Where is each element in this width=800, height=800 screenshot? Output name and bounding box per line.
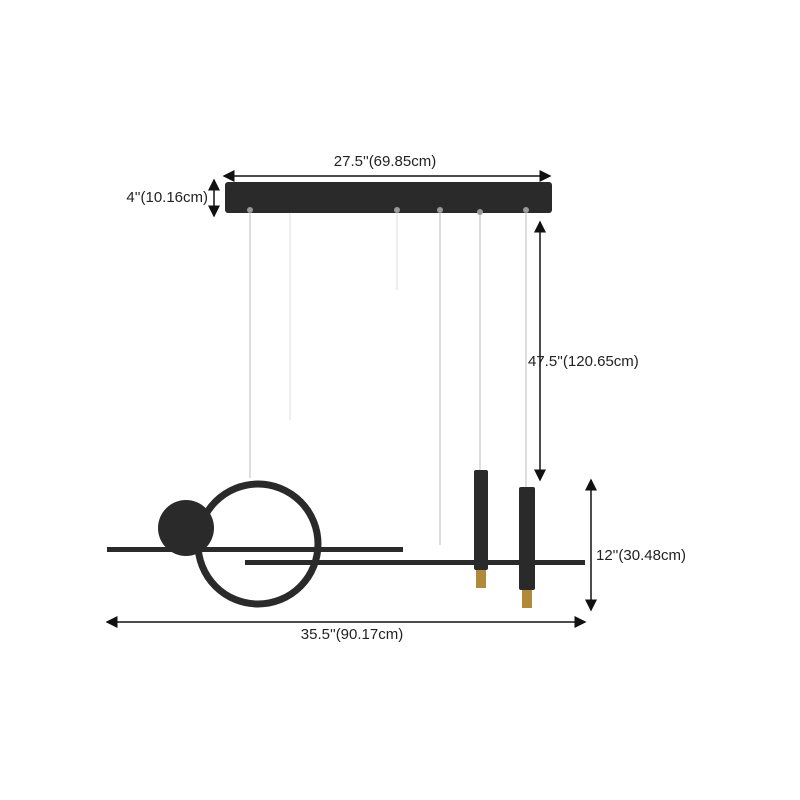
disc	[158, 500, 214, 556]
suspension-length-label: 47.5''(120.65cm)	[528, 353, 639, 370]
fixture-height-label: 12''(30.48cm)	[596, 547, 686, 564]
cylinder-left	[474, 470, 488, 570]
canopy-height-label: 4''(10.16cm)	[126, 189, 208, 206]
canopy-screws	[247, 207, 529, 215]
canopy-length-label: 27.5''(69.85cm)	[334, 153, 436, 170]
dimension-arrows	[105, 170, 597, 628]
brass-tip-left	[476, 570, 486, 588]
suspension-wires	[249, 213, 527, 545]
brass-tip-right	[522, 590, 532, 608]
cylinder-right	[519, 487, 535, 590]
light-fixture	[107, 470, 585, 608]
upper-bar	[107, 547, 403, 552]
ceiling-canopy	[225, 182, 552, 213]
lower-bar	[245, 560, 585, 565]
fixture-length-label: 35.5''(90.17cm)	[301, 626, 403, 643]
ring	[194, 480, 322, 608]
